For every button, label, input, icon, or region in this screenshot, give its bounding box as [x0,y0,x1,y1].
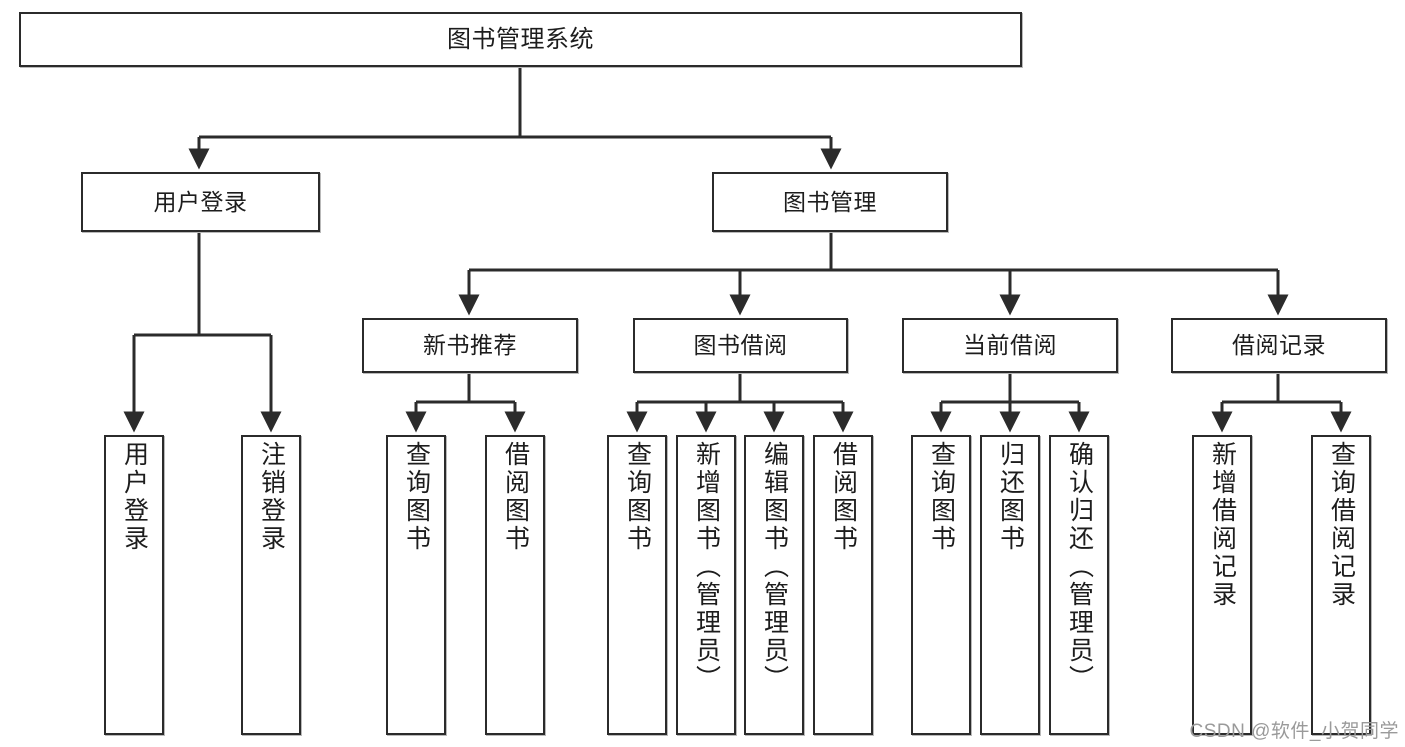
node-new-book-recommend-label: 新书推荐 [423,332,517,359]
node-leaf-record-query[interactable]: 查询借阅记录 [1311,435,1371,735]
node-leaf-user-logout[interactable]: 注销登录 [241,435,301,735]
node-leaf-borrow-query-book[interactable]: 查询图书 [607,435,667,735]
node-leaf-current-confirm-return[interactable]: 确认归还（管理员） [1049,435,1109,735]
node-leaf-current-confirm-return-label: 确认归还（管理员） [1065,441,1094,693]
csdn-watermark: CSDN @软件_小贺同学 [1189,721,1399,742]
node-new-book-recommend[interactable]: 新书推荐 [362,318,578,373]
node-leaf-borrow-borrow-book[interactable]: 借阅图书 [813,435,873,735]
node-leaf-borrow-add-book[interactable]: 新增图书（管理员） [676,435,736,735]
node-root-label: 图书管理系统 [447,25,594,53]
node-leaf-current-return-book-label: 归还图书 [996,441,1025,553]
node-leaf-current-query-book[interactable]: 查询图书 [911,435,971,735]
node-leaf-recommend-query-book-label: 查询图书 [402,441,431,553]
node-user-login-label: 用户登录 [153,188,248,215]
node-leaf-record-query-label: 查询借阅记录 [1327,441,1356,609]
node-leaf-current-query-book-label: 查询图书 [927,441,956,553]
node-leaf-borrow-edit-book-label: 编辑图书（管理员） [760,441,789,693]
node-leaf-recommend-borrow-book[interactable]: 借阅图书 [485,435,545,735]
node-leaf-borrow-borrow-book-label: 借阅图书 [829,441,858,553]
node-leaf-borrow-add-book-label: 新增图书（管理员） [692,441,721,693]
node-leaf-user-login[interactable]: 用户登录 [104,435,164,735]
node-borrow-record-label: 借阅记录 [1232,332,1326,359]
node-book-management-label: 图书管理 [783,188,877,215]
node-book-management[interactable]: 图书管理 [712,172,948,232]
node-leaf-record-add[interactable]: 新增借阅记录 [1192,435,1252,735]
node-root[interactable]: 图书管理系统 [19,12,1022,67]
node-leaf-current-return-book[interactable]: 归还图书 [980,435,1040,735]
node-leaf-record-add-label: 新增借阅记录 [1208,441,1237,609]
node-book-borrow-label: 图书借阅 [693,332,788,359]
node-leaf-recommend-borrow-book-label: 借阅图书 [501,441,530,553]
node-leaf-recommend-query-book[interactable]: 查询图书 [386,435,446,735]
node-current-borrow-label: 当前借阅 [963,332,1057,359]
node-leaf-user-login-label: 用户登录 [120,441,149,553]
node-leaf-user-logout-label: 注销登录 [257,441,286,553]
node-user-login[interactable]: 用户登录 [81,172,320,232]
node-book-borrow[interactable]: 图书借阅 [633,318,848,373]
node-current-borrow[interactable]: 当前借阅 [902,318,1118,373]
node-borrow-record[interactable]: 借阅记录 [1171,318,1387,373]
node-leaf-borrow-edit-book[interactable]: 编辑图书（管理员） [744,435,804,735]
node-leaf-borrow-query-book-label: 查询图书 [623,441,652,553]
